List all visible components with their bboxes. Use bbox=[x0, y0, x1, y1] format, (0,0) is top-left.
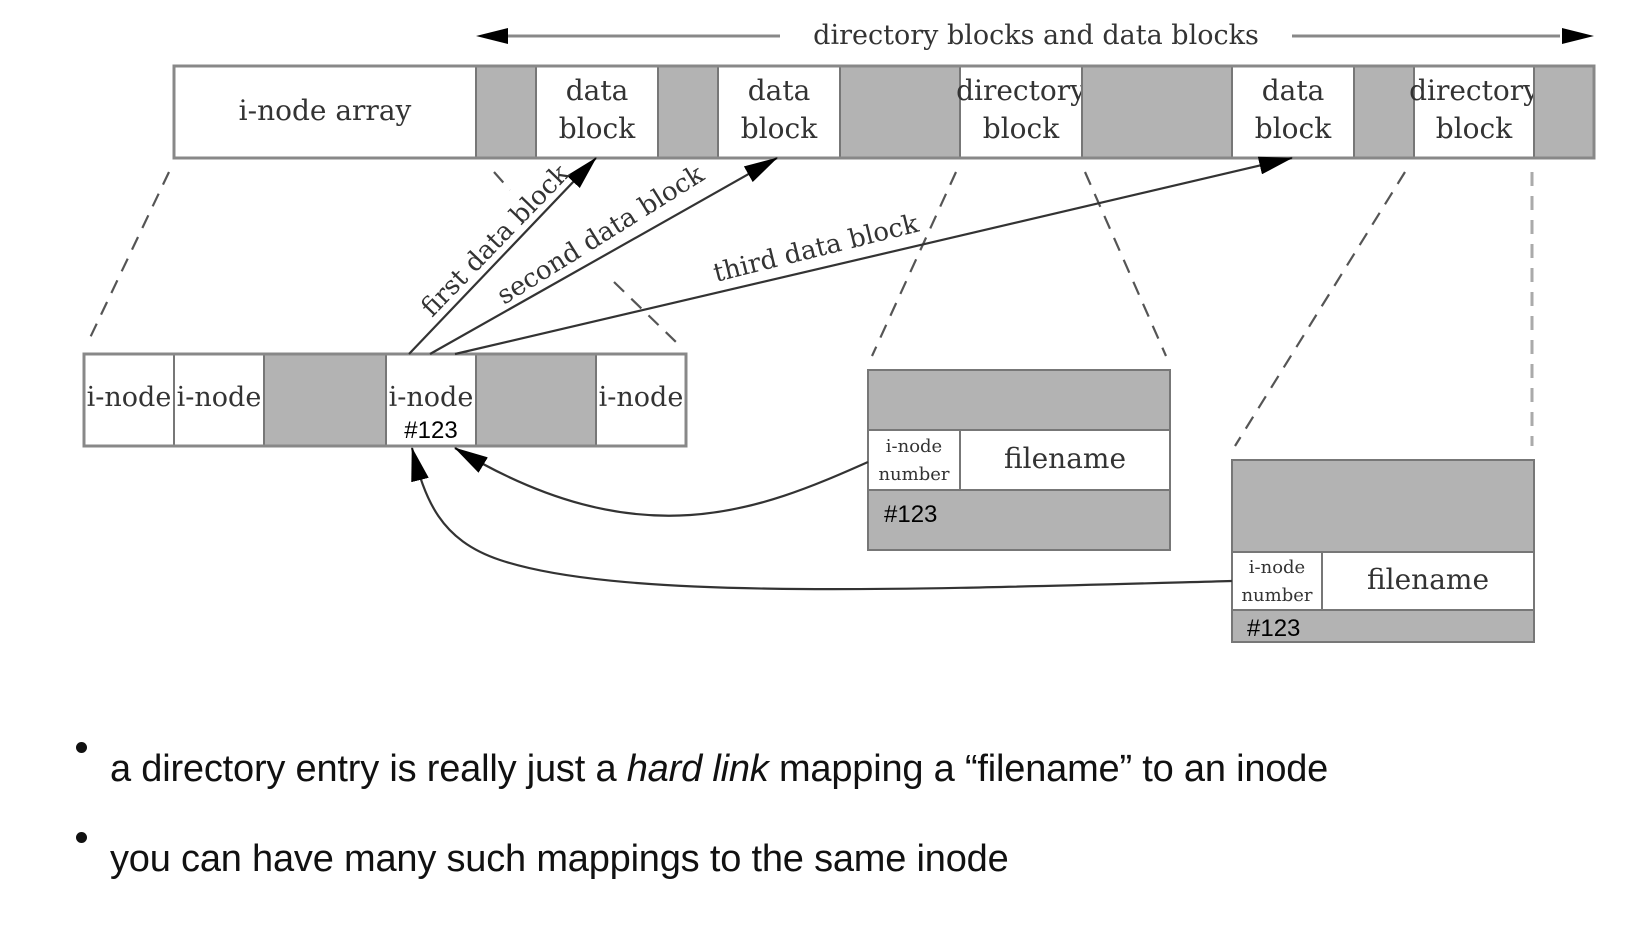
bullet-text-part: mapping a “filename” to an inode bbox=[768, 748, 1329, 790]
guide-line bbox=[1234, 171, 1406, 447]
inode-array-label: i-node array bbox=[239, 94, 412, 127]
inode-cell bbox=[173, 353, 265, 447]
filename-cell bbox=[1321, 551, 1535, 611]
inode-label: i-node bbox=[87, 382, 172, 413]
bullet-text-part: you can have many such mappings to the s… bbox=[110, 838, 1009, 880]
block-label: data bbox=[566, 74, 629, 107]
bullet-dot-icon bbox=[76, 832, 87, 843]
block-pointers: first data block second data block third… bbox=[408, 156, 1293, 356]
bullet-list: a directory entry is really just a hard … bbox=[70, 742, 1328, 928]
unused-block bbox=[1533, 65, 1595, 159]
bullet-dot-icon bbox=[76, 742, 87, 753]
bullet-item: you can have many such mappings to the s… bbox=[70, 832, 1328, 898]
inode-row-outline bbox=[82, 352, 688, 448]
filename-label: filename bbox=[1367, 563, 1489, 596]
guide-line bbox=[87, 171, 170, 343]
bullet-text: a directory entry is really just a hard … bbox=[110, 748, 1328, 791]
unused-block bbox=[657, 65, 719, 159]
block-label: data bbox=[1262, 74, 1325, 107]
inode-number-value: #123 bbox=[1247, 615, 1300, 642]
inode-label: i-node bbox=[599, 382, 684, 413]
bullet-emphasis: hard link bbox=[626, 748, 769, 790]
inode-label: i-node bbox=[177, 382, 262, 413]
dir-block-gray-bottom bbox=[867, 489, 1171, 551]
hard-link-arrows bbox=[410, 447, 1233, 591]
guide-line bbox=[493, 171, 511, 191]
inode-number-value: #123 bbox=[884, 501, 937, 528]
unused-block bbox=[475, 65, 537, 159]
block-label: block bbox=[741, 112, 818, 145]
unused-block bbox=[839, 65, 961, 159]
disk-outline bbox=[172, 64, 1596, 160]
left-arrowhead-icon bbox=[476, 28, 508, 44]
inode-number-label: number bbox=[878, 464, 949, 485]
second-block-pointer bbox=[429, 157, 778, 355]
block-label: block bbox=[559, 112, 636, 145]
directory-block-detail-2: i-node number filename #123 bbox=[1231, 459, 1535, 643]
filename-cell bbox=[959, 429, 1171, 491]
guide-line bbox=[1083, 171, 1168, 357]
right-arrowhead-icon bbox=[1562, 28, 1594, 44]
block-label: directory bbox=[1409, 74, 1539, 107]
dir-block-gray-top bbox=[867, 369, 1171, 431]
inode-number-label: i-node bbox=[886, 436, 942, 457]
bullet-item: a directory entry is really just a hard … bbox=[70, 742, 1328, 808]
dir-block-gray-bottom bbox=[1231, 609, 1535, 643]
first-pointer-label: first data block bbox=[415, 159, 575, 323]
third-pointer-label: third data block bbox=[710, 209, 921, 289]
inode-number-label: i-node bbox=[1249, 557, 1305, 578]
block-label: block bbox=[1255, 112, 1332, 145]
directory-block-detail-1: i-node number filename #123 bbox=[867, 369, 1171, 551]
block-label: directory bbox=[956, 74, 1086, 107]
directory-block bbox=[959, 65, 1083, 159]
data-block bbox=[717, 65, 841, 159]
hard-link-arrow-1 bbox=[454, 447, 869, 517]
zoom-guides bbox=[87, 171, 1534, 447]
unused-block bbox=[1353, 65, 1415, 159]
inode-number: #123 bbox=[404, 417, 457, 444]
third-block-pointer bbox=[454, 156, 1293, 356]
span-ruler: directory blocks and data blocks bbox=[476, 20, 1594, 51]
inode-directory-diagram: directory blocks and data blocks i-node … bbox=[82, 20, 1596, 643]
unused-inode-slot bbox=[263, 353, 387, 447]
unused-block bbox=[1081, 65, 1233, 159]
second-pointer-label: second data block bbox=[492, 159, 710, 311]
filename-label: filename bbox=[1004, 442, 1126, 475]
bullet-text: you can have many such mappings to the s… bbox=[110, 838, 1009, 881]
span-title: directory blocks and data blocks bbox=[813, 20, 1259, 51]
inode-label: i-node bbox=[389, 382, 474, 413]
block-label: block bbox=[1436, 112, 1513, 145]
guide-line bbox=[613, 281, 677, 343]
hard-link-arrow-2 bbox=[410, 447, 1233, 591]
inode-number-label: number bbox=[1241, 585, 1312, 606]
block-label: block bbox=[983, 112, 1060, 145]
bullet-text-part: a directory entry is really just a bbox=[110, 748, 627, 790]
block-label: data bbox=[748, 74, 811, 107]
first-block-pointer bbox=[408, 157, 597, 355]
unused-inode-slot bbox=[475, 353, 597, 447]
disk-block-row: i-node array data block data block directory b… bbox=[172, 64, 1596, 160]
dir-block-gray-top bbox=[1231, 459, 1535, 553]
guide-line bbox=[870, 171, 958, 357]
directory-block bbox=[1413, 65, 1535, 159]
inode-number-cell bbox=[867, 429, 961, 491]
